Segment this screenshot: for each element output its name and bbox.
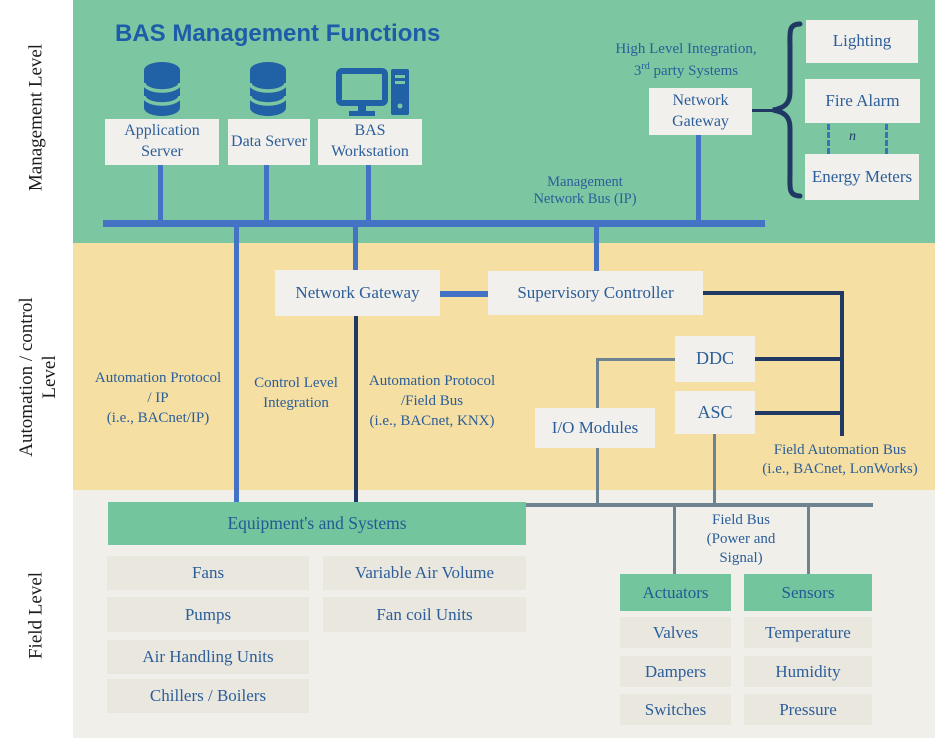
node-application-server: Application Server bbox=[105, 119, 219, 165]
bus-to-supervisory-line bbox=[594, 227, 599, 273]
node-fire-alarm: Fire Alarm bbox=[805, 79, 920, 123]
side-label-automation-line2: Level bbox=[39, 355, 60, 399]
node-asc: ASC bbox=[675, 391, 755, 434]
equipment-air-handling-units: Air Handling Units bbox=[107, 640, 309, 674]
proto-field-line1: Automation Protocol bbox=[368, 373, 496, 389]
field-automation-bus-label: Field Automation Bus (i.e., BACnet, LonW… bbox=[740, 441, 940, 479]
actuators-drop-line bbox=[673, 503, 676, 575]
gateway2-supervisory-link bbox=[440, 291, 490, 297]
proto-ip-line1: Automation Protocol bbox=[94, 370, 222, 386]
n-systems-label: n bbox=[849, 129, 856, 144]
automation-protocol-ip-line bbox=[234, 227, 239, 503]
data-server-connector bbox=[264, 165, 269, 221]
node-io-modules: I/O Modules bbox=[535, 408, 655, 448]
side-label-field-level: Field Level bbox=[25, 571, 47, 660]
fab-line1: Field Automation Bus bbox=[773, 442, 907, 458]
automation-protocol-fieldbus-label: Automation Protocol /Field Bus (i.e., BA… bbox=[357, 371, 507, 431]
dashed-connector-right bbox=[885, 124, 888, 154]
proto-ip-line2: / IP bbox=[147, 390, 169, 406]
field-bus-line1: Field Bus bbox=[712, 512, 770, 528]
proto-field-line3: (i.e., BACnet, KNX) bbox=[369, 413, 495, 429]
node-data-server: Data Server bbox=[228, 119, 310, 165]
field-bus-line3: Signal) bbox=[719, 550, 763, 566]
node-supervisory-controller: Supervisory Controller bbox=[488, 271, 703, 315]
sensors-drop-line bbox=[807, 503, 810, 575]
control-line2: Integration bbox=[263, 395, 329, 411]
bus-label-line2: Network Bus (IP) bbox=[533, 191, 637, 207]
dashed-connector-left bbox=[827, 124, 830, 154]
workstation-connector bbox=[366, 165, 371, 221]
proto-field-line2: /Field Bus bbox=[400, 393, 464, 409]
field-bus-line bbox=[526, 503, 873, 507]
gateway-brace-link bbox=[752, 109, 774, 112]
asc-drop-line bbox=[713, 434, 716, 506]
field-bus-label: Field Bus (Power and Signal) bbox=[691, 511, 791, 568]
node-network-gateway-automation: Network Gateway bbox=[275, 270, 440, 316]
actuators-header: Actuators bbox=[620, 574, 731, 611]
actuator-switches: Switches bbox=[620, 694, 731, 725]
sensors-header: Sensors bbox=[744, 574, 872, 611]
gateway2-to-equipment-line bbox=[354, 315, 358, 503]
fab-line2: (i.e., BACnet, LonWorks) bbox=[762, 461, 918, 477]
equipments-systems-header: Equipment's and Systems bbox=[108, 502, 526, 545]
actuator-dampers: Dampers bbox=[620, 656, 731, 687]
node-energy-meters: Energy Meters bbox=[805, 154, 919, 200]
diagram-title: BAS Management Functions bbox=[115, 20, 441, 47]
sensor-humidity: Humidity bbox=[744, 656, 872, 687]
node-bas-workstation: BAS Workstation bbox=[318, 119, 422, 165]
node-ddc: DDC bbox=[675, 336, 755, 382]
database-icon-data-server bbox=[248, 62, 288, 116]
control-level-integration-label: Control Level Integration bbox=[246, 373, 346, 413]
app-server-connector bbox=[158, 165, 163, 221]
bus-to-gateway2-line bbox=[353, 227, 358, 271]
side-label-automation-line1: Automation / control bbox=[16, 297, 37, 457]
mgmt-gateway-connector bbox=[696, 133, 701, 221]
io-ddc-link bbox=[597, 358, 675, 361]
hli-line1: High Level Integration, bbox=[615, 41, 757, 57]
workstation-icon bbox=[336, 68, 409, 116]
hli-line2-sup: rd bbox=[641, 61, 650, 72]
actuator-valves: Valves bbox=[620, 617, 731, 648]
asc-spine-link bbox=[755, 411, 843, 415]
control-line1: Control Level bbox=[254, 375, 338, 391]
field-automation-bus-spine bbox=[840, 291, 844, 436]
equipment-fans: Fans bbox=[107, 556, 309, 590]
third-party-brace bbox=[772, 21, 803, 199]
bus-label-line1: Management bbox=[547, 174, 623, 190]
side-label-management-level: Management Level bbox=[25, 43, 47, 192]
sensor-temperature: Temperature bbox=[744, 617, 872, 648]
node-network-gateway-management: Network Gateway bbox=[649, 88, 752, 135]
database-icon-application-server bbox=[142, 62, 182, 116]
high-level-integration-label: High Level Integration, 3rd party System… bbox=[600, 40, 772, 80]
management-bus-label: Management Network Bus (IP) bbox=[515, 174, 655, 208]
supervisory-spine-link bbox=[703, 291, 843, 295]
equipment-variable-air-volume: Variable Air Volume bbox=[323, 556, 526, 590]
side-label-automation-level: Automation / control Level bbox=[15, 257, 61, 497]
equipment-chillers-boilers: Chillers / Boilers bbox=[107, 679, 309, 713]
equipment-pumps: Pumps bbox=[107, 597, 309, 632]
equipment-fan-coil-units: Fan coil Units bbox=[323, 597, 526, 632]
proto-ip-line3: (i.e., BACnet/IP) bbox=[106, 410, 210, 426]
hli-line2-pre: 3 bbox=[633, 63, 642, 79]
hli-line2-post: party Systems bbox=[649, 63, 739, 79]
sensor-pressure: Pressure bbox=[744, 694, 872, 725]
automation-protocol-ip-label: Automation Protocol / IP (i.e., BACnet/I… bbox=[83, 368, 233, 428]
field-bus-line2: (Power and bbox=[706, 531, 776, 547]
ddc-spine-link bbox=[755, 357, 843, 361]
node-lighting: Lighting bbox=[806, 20, 918, 63]
management-network-bus-line bbox=[103, 220, 765, 227]
